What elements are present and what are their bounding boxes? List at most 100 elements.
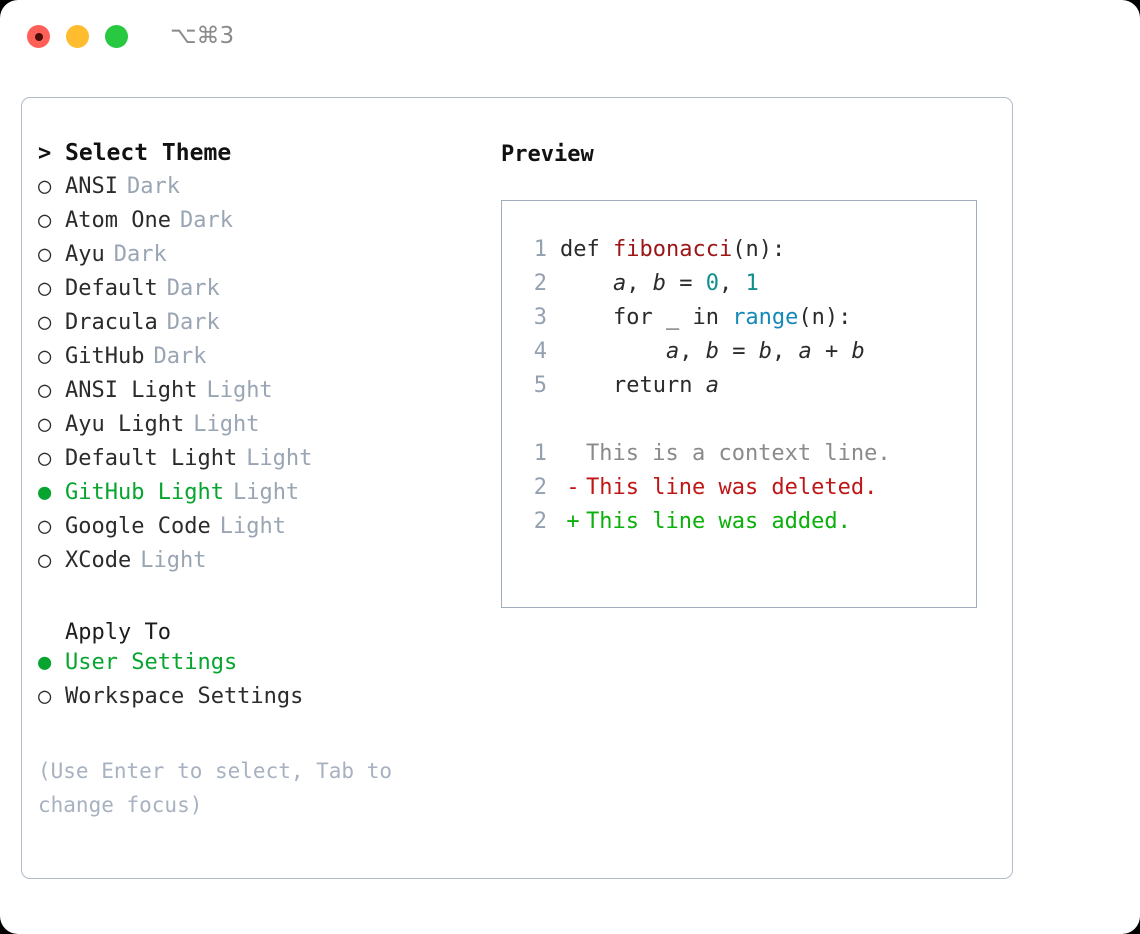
code-token-plain: return	[560, 373, 706, 398]
theme-name: Atom One	[65, 208, 171, 233]
minimize-button[interactable]	[66, 25, 89, 48]
apply-to-option-label: User Settings	[65, 650, 238, 675]
diff-marker-deleted: -	[566, 475, 580, 500]
theme-name: Google Code	[65, 514, 211, 539]
code-line-text: a, b = b, a + b	[560, 339, 865, 364]
code-token-plain: ,	[771, 339, 799, 364]
code-token-plain: for _ in	[560, 305, 733, 330]
radio-unselected-icon: ○	[38, 242, 52, 267]
code-line: 4 a, b = b, a + b	[502, 339, 976, 373]
code-token-num: 1	[745, 271, 759, 296]
diff-marker-context	[560, 441, 586, 466]
theme-name: Dracula	[65, 310, 158, 335]
preview-title: Preview	[501, 142, 594, 167]
code-line: 3 for _ in range(n):	[502, 305, 976, 339]
code-token-var: b	[758, 339, 772, 364]
radio-unselected-icon: ○	[38, 276, 52, 301]
code-line-number: 3	[533, 305, 547, 330]
select-theme-header-label: Select Theme	[65, 140, 232, 166]
code-token-var: b	[705, 339, 719, 364]
theme-variant-tag: Dark	[153, 344, 207, 369]
keyboard-shortcut-label: ⌥⌘3	[170, 23, 235, 49]
radio-unselected-icon: ○	[38, 174, 52, 199]
code-token-kw: def	[560, 237, 613, 262]
code-line-text: def fibonacci(n):	[560, 237, 785, 262]
radio-selected-icon: ●	[38, 480, 52, 505]
code-token-fn: fibonacci	[612, 237, 733, 262]
theme-name: ANSI Light	[65, 378, 198, 403]
diff-line-number: 1	[533, 441, 547, 466]
code-token-var: a	[705, 373, 719, 398]
diff-line: 2-This line was deleted.	[502, 475, 976, 509]
theme-variant-tag: Light	[246, 446, 313, 471]
radio-unselected-icon: ○	[38, 310, 52, 335]
diff-line-text: This line was deleted.	[586, 475, 878, 500]
close-button[interactable]	[27, 25, 50, 48]
code-token-plain: ,	[718, 271, 746, 296]
code-token-plain	[560, 271, 613, 296]
diff-line-number: 2	[533, 475, 547, 500]
theme-variant-tag: Light	[232, 480, 300, 505]
keyboard-hint: (Use Enter to select, Tab to change focu…	[38, 759, 405, 817]
code-line-text: for _ in range(n):	[560, 305, 851, 330]
theme-name: Ayu	[65, 242, 105, 267]
code-token-plain	[560, 339, 666, 364]
diff-line: 1 This is a context line.	[502, 441, 976, 475]
radio-unselected-icon: ○	[38, 208, 52, 233]
theme-list-item[interactable]: ○ Default Light Light	[38, 446, 468, 480]
code-token-plain: =	[718, 339, 759, 364]
radio-selected-icon: ●	[38, 650, 52, 675]
apply-to-option[interactable]: ○Workspace Settings	[38, 684, 468, 718]
code-token-plain: =	[665, 271, 706, 296]
maximize-button[interactable]	[105, 25, 128, 48]
code-diff-gap	[502, 407, 976, 441]
theme-list-item[interactable]: ○ Ayu Dark	[38, 242, 468, 276]
theme-variant-tag: Light	[206, 378, 273, 403]
code-line: 5 return a	[502, 373, 976, 407]
theme-variant-tag: Dark	[113, 242, 167, 267]
window-controls	[27, 25, 128, 48]
code-token-plain: ,	[679, 339, 706, 364]
theme-variant-tag: Light	[140, 548, 207, 573]
code-line-number: 5	[533, 373, 547, 398]
code-token-var: b	[851, 339, 865, 364]
code-token-var: b	[652, 271, 666, 296]
radio-unselected-icon: ○	[38, 378, 52, 403]
apply-to-option[interactable]: ● User Settings	[38, 650, 468, 684]
diff-line-text: This is a context line.	[586, 441, 891, 466]
theme-variant-tag: Light	[219, 514, 286, 539]
code-line-text: a, b = 0, 1	[560, 271, 759, 296]
theme-name: ANSI	[65, 174, 118, 199]
code-token-plain: (n):	[732, 237, 786, 262]
diff-sample: 1 This is a context line.2-This line was…	[502, 441, 976, 543]
radio-unselected-icon: ○	[38, 446, 52, 471]
theme-list-item[interactable]: ○ ANSI Light Light	[38, 378, 468, 412]
radio-unselected-icon: ○	[38, 412, 52, 437]
diff-line: 2+This line was added.	[502, 509, 976, 543]
code-line-number: 4	[533, 339, 547, 364]
theme-name: Default Light	[65, 446, 238, 471]
radio-unselected-icon: ○	[38, 548, 52, 573]
code-line-text: return a	[560, 373, 719, 398]
theme-variant-tag: Dark	[166, 276, 220, 301]
code-line-number: 2	[533, 271, 547, 296]
code-token-plain: (n):	[798, 305, 852, 330]
apply-to-option-label: Workspace Settings	[65, 684, 304, 709]
code-token-num: 0	[705, 271, 719, 296]
title-bar: ⌥⌘3	[0, 0, 1140, 78]
code-token-plain: +	[811, 339, 852, 364]
